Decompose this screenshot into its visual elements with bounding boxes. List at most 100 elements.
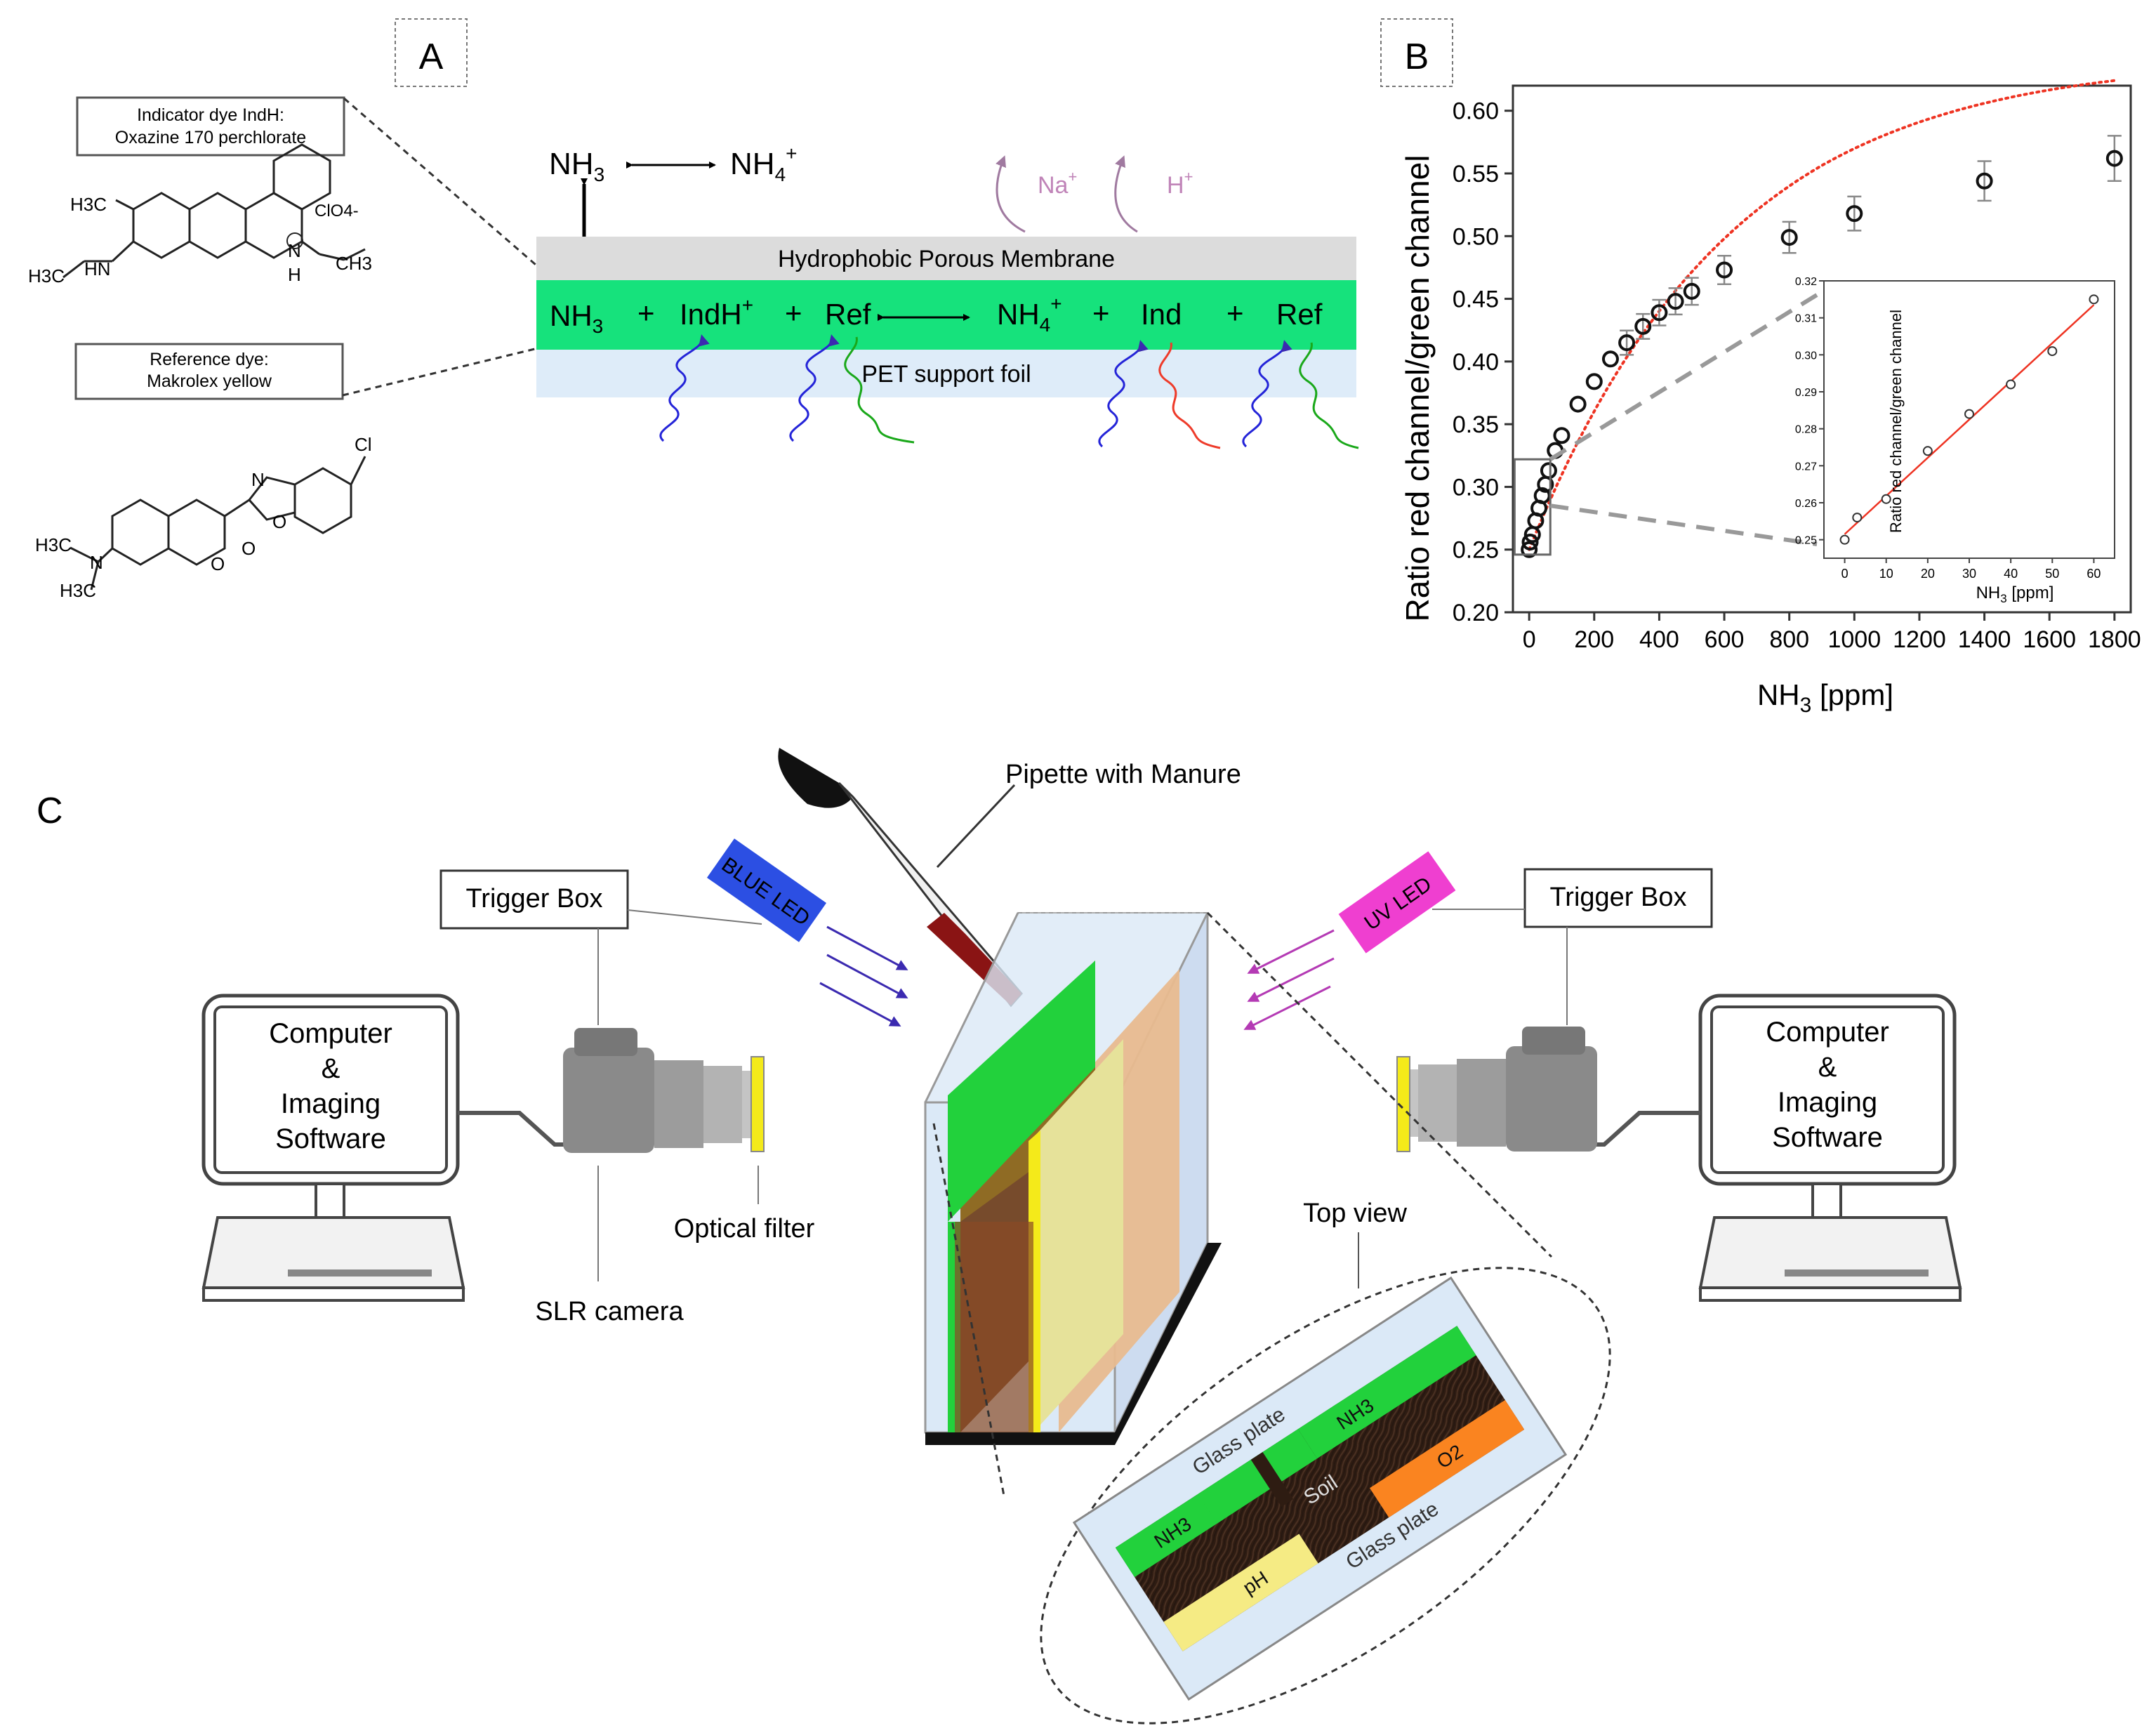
top-view-ellipse [1040,1267,1611,1724]
data-point-13 [1618,334,1636,352]
computer-left-line-4: Software [275,1123,386,1154]
indicator-dye-label-2: Oxazine 170 perchlorate [115,128,306,147]
data-point-11 [1585,373,1603,390]
reference-dye-label-2: Makrolex yellow [147,371,272,391]
cable-left [458,1111,565,1147]
inset-data-point-2 [1881,494,1891,504]
x-tick-label-800: 800 [1769,626,1809,653]
panel-a-label: A [419,37,444,77]
support-label: PET support foil [861,361,1031,388]
inset-connector-top [1549,293,1818,461]
computer-right-line-4: Software [1772,1122,1883,1153]
slr-camera-left [563,1028,765,1153]
inset-x-tick-label-0: 0 [1841,567,1849,581]
reaction-ind: Ind [1141,298,1182,331]
reaction-plus-1: + [637,296,655,329]
membrane-label: Hydrophobic Porous Membrane [778,246,1115,272]
red-wave [1158,342,1221,449]
chem-label-o-1: O [272,511,286,532]
makrolex-structure [70,456,366,591]
reaction-indh: IndH+ [680,294,753,331]
top-view-label: Top view [1303,1199,1407,1228]
reaction-ref-2: Ref [1276,298,1323,331]
chem-label-h3c-4: H3C [60,580,96,601]
chem-label-o-2: O [211,553,225,574]
data-point-17 [1683,282,1700,300]
chem-label-h3c-1: H3C [70,194,107,215]
panel-a: A Indicator dye IndH: Oxazine 170 perchl… [28,18,1359,601]
blue-led: BLUE LED [706,838,827,942]
chart-frame [1512,84,2132,614]
chem-label-n: N [251,469,265,490]
chem-label-clo4: ClO4- [315,202,359,220]
data-point-5 [1533,487,1551,504]
computer-left-line-1: Computer [269,1018,392,1049]
x-tick-label-0: 0 [1523,626,1536,653]
inset-x-tick-label-30: 30 [1962,567,1976,581]
na-arrow [996,155,1026,233]
slr-camera-label: SLR camera [535,1297,684,1326]
chem-label-hn: HN [84,258,111,279]
reference-callout-line [342,346,541,397]
data-point-12 [1601,350,1619,368]
inset-data-point-6 [2047,346,2058,357]
panel-c-label: C [37,791,63,831]
x-tick-label-400: 400 [1639,626,1679,653]
trigger-left-to-led-wire [627,909,762,925]
blue-wave-1 [659,334,710,442]
blue-wave-2 [789,334,840,442]
inset-x-axis-label: NH3 [ppm] [1976,583,2054,605]
computer-right [1698,994,1962,1302]
x-tick-label-600: 600 [1705,626,1745,653]
y-tick-label-0.60: 0.60 [1453,98,1499,125]
data-point-21 [1976,172,1993,190]
optical-filter-label: Optical filter [674,1214,815,1244]
panel-c: C Pipette with Manure BLUE LED UV LED [37,748,1962,1724]
fit-curve [1528,79,2116,551]
inset-y-tick-label-0.28: 0.28 [1795,424,1817,436]
data-point-15 [1651,304,1668,322]
chem-label-nplus: N [288,240,301,261]
h-arrow [1114,155,1138,233]
blue-light-rays [819,925,908,1027]
inset-y-tick-label-0.30: 0.30 [1795,350,1817,362]
y-tick-label-0.45: 0.45 [1453,286,1499,313]
x-tick-label-200: 200 [1574,626,1614,653]
chem-label-h: H [288,264,301,285]
optical-filter-right [1396,1056,1410,1152]
reference-dye-label-1: Reference dye: [150,350,269,369]
y-tick-label-0.35: 0.35 [1453,411,1499,438]
x-tick-label-1000: 1000 [1827,626,1881,653]
chart-y-axis-label: Ratio red channel/green channel [1399,155,1436,622]
cable-right [1594,1111,1700,1147]
data-point-9 [1553,427,1570,444]
panel-b: B [1380,18,1453,87]
pipette-label-leader [936,784,1016,869]
blue-wave-4 [1242,340,1292,448]
pet-support-foil [536,350,1356,397]
reaction-plus-4: + [1226,296,1244,329]
y-tick-label-0.20: 0.20 [1453,600,1499,626]
optical-filter-left [750,1056,765,1152]
computer-right-line-3: Imaging [1778,1087,1877,1118]
data-point-22 [2105,150,2123,167]
data-point-19 [1780,229,1798,246]
chem-label-h3c-3: H3C [35,534,72,555]
indicator-callout-line [343,97,541,270]
reaction-ref-1: Ref [825,298,871,331]
hydrophobic-membrane [536,237,1356,280]
x-tick-label-1800: 1800 [2088,626,2141,653]
data-point-14 [1634,317,1652,335]
chem-label-h3c-2: H3C [28,265,65,286]
computer-left [201,994,465,1302]
computer-right-line-2: & [1818,1052,1837,1083]
inset-data-point-4 [1964,409,1974,419]
inset-x-tick-label-60: 60 [2086,567,2101,581]
zoom-line-left [932,1123,1005,1496]
positive-charge-icon [286,232,303,249]
data-point-0 [1521,541,1538,558]
gas-nh3-label: NH3 [549,147,604,185]
green-wave-1 [844,336,915,444]
